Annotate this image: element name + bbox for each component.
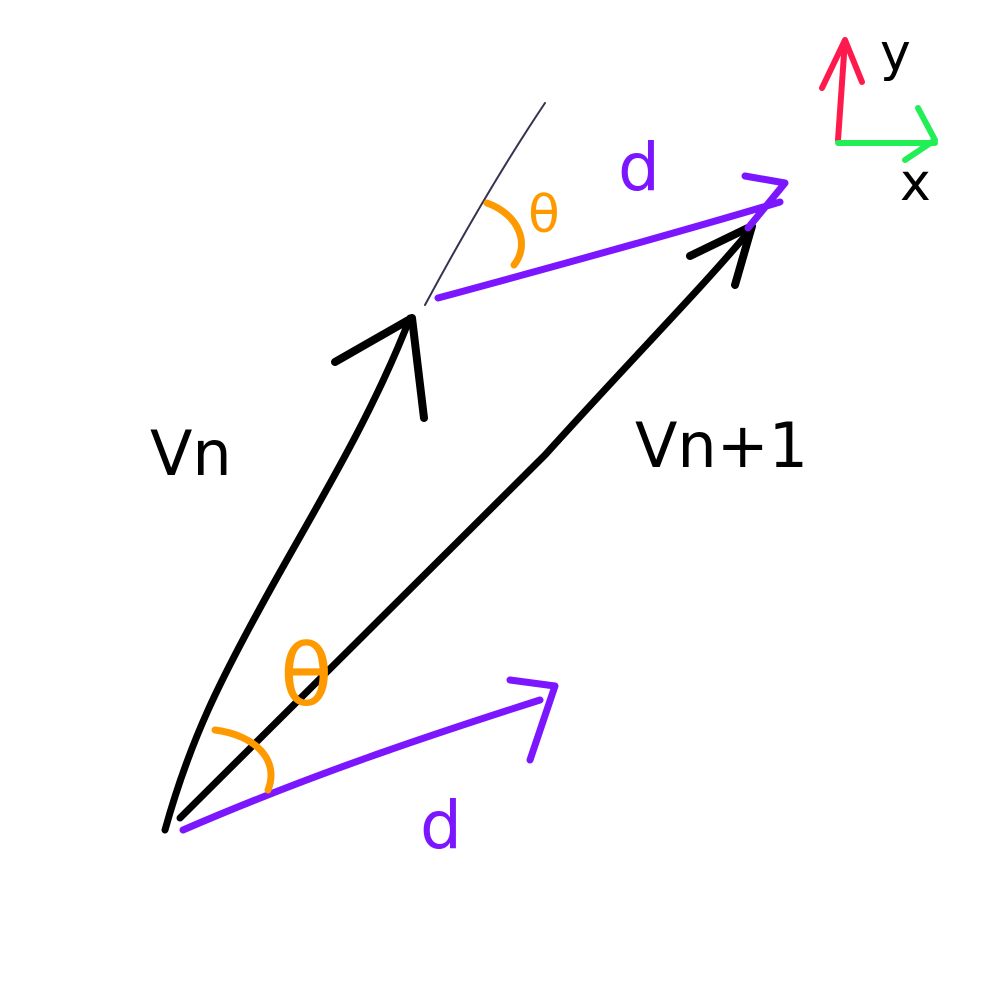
axis-y-arrow	[819, 37, 865, 143]
axis-x-arrow	[835, 105, 938, 163]
vector-vn	[161, 314, 428, 834]
axis-indicator	[819, 37, 938, 163]
angle-arc-top	[483, 199, 525, 269]
label-theta-top: θ	[528, 185, 560, 245]
extension-guide-line	[424, 102, 546, 306]
vector-vn-arrowhead	[331, 314, 428, 422]
vector-vn-plus-1-shaft	[176, 224, 756, 822]
vector-d-bottom-shaft	[179, 696, 544, 834]
label-vn-plus-1: Vn+1	[635, 409, 808, 482]
label-axis-x: x	[900, 153, 931, 213]
vector-d-bottom-arrowhead	[506, 676, 559, 764]
vector-vn-plus-1-arrowhead	[686, 222, 756, 289]
vector-d-top-shaft	[434, 198, 784, 302]
vector-vn-plus-1	[176, 222, 756, 822]
vector-d-bottom	[179, 676, 559, 834]
angle-arc-bottom	[211, 726, 275, 794]
label-axis-y: y	[880, 23, 911, 83]
label-theta-bottom: θ	[280, 626, 333, 726]
vector-d-top-arrowhead	[741, 172, 789, 232]
vector-d-top	[434, 172, 789, 302]
label-d-bottom: d	[420, 787, 462, 864]
label-vn: Vn	[150, 417, 232, 490]
vector-vn-shaft	[161, 314, 414, 834]
label-d-top: d	[618, 129, 660, 206]
